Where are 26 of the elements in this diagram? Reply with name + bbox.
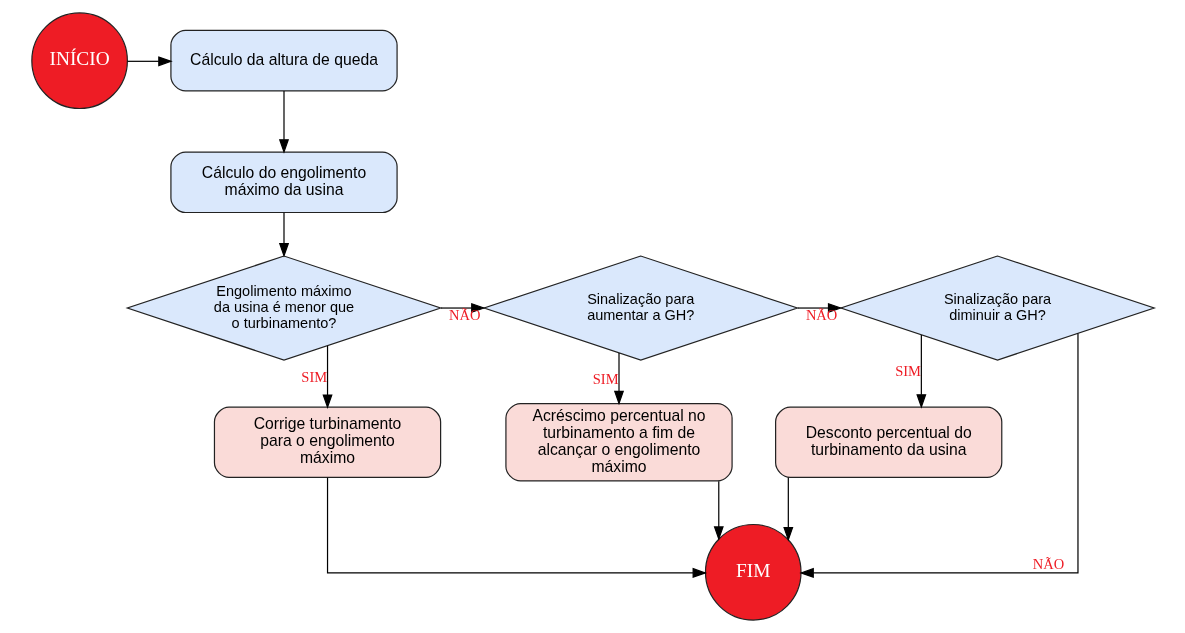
- edge-label: SIM: [592, 370, 619, 387]
- arrow: [915, 334, 926, 409]
- edge-label: SIM: [300, 369, 327, 386]
- node-box: Corrige turbinamento para o engolimento máximo: [213, 406, 441, 478]
- edge-label: NÃO: [1032, 555, 1064, 572]
- node-diamond: Sinalização para diminuir a GH?: [838, 255, 1156, 361]
- node-box: Desconto percentual do turbinamento da usina: [774, 406, 1002, 478]
- arrow: [326, 477, 707, 578]
- node-circle: INÍCIO: [30, 12, 128, 110]
- arrow: [798, 332, 1079, 578]
- arrow: [278, 90, 289, 154]
- arrow: [321, 345, 333, 409]
- node-box: Cálculo do engolimento máximo da usina: [169, 151, 398, 214]
- edge-label: NÃO: [448, 306, 481, 323]
- edge-label: SIM: [894, 363, 921, 380]
- node-box: Cálculo da altura de queda: [169, 29, 398, 92]
- node-diamond: Sinalização para aumentar a GH?: [481, 255, 799, 361]
- arrow: [713, 480, 724, 541]
- arrow: [439, 302, 486, 314]
- node-diamond: Engolimento máximo da usina é menor que o turbinamento?: [124, 255, 443, 361]
- arrow: [613, 352, 624, 406]
- arrow: [278, 212, 289, 258]
- edge-label: NÃO: [805, 306, 837, 323]
- arrow: [782, 476, 793, 542]
- arrow: [126, 56, 173, 67]
- node-box: Acréscimo percentual no turbinamento a fim de alcançar o engolimento máximo: [504, 402, 733, 482]
